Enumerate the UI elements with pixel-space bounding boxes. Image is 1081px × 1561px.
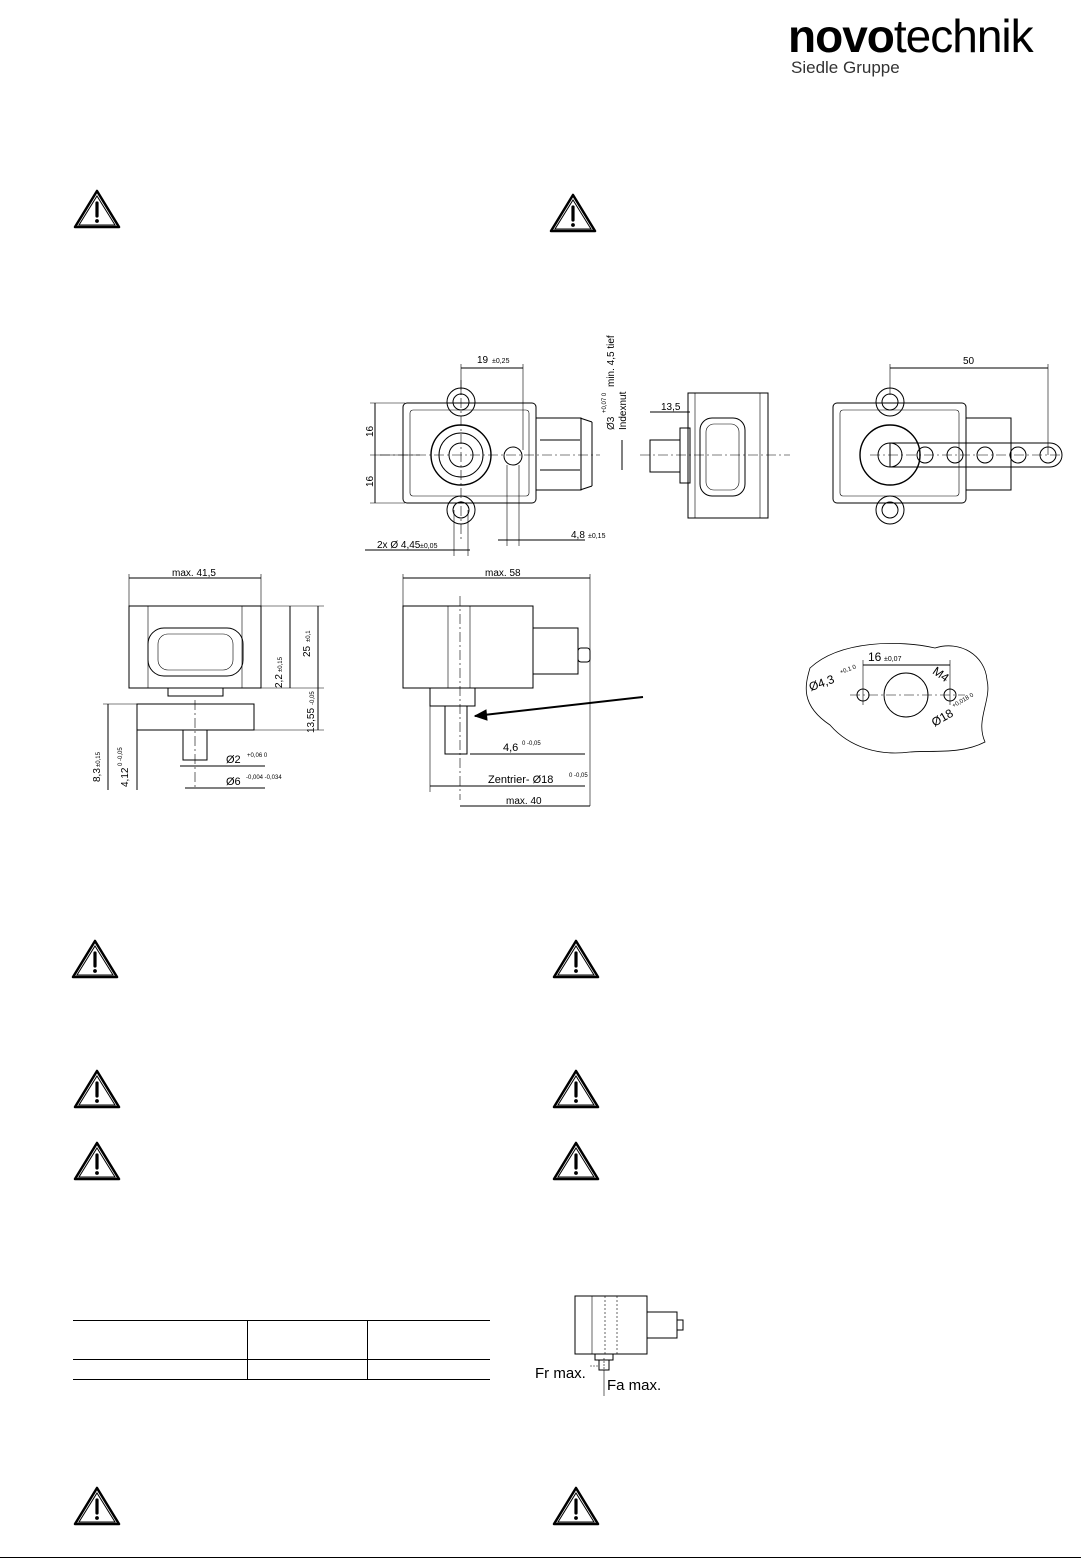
dim-bore: 2x Ø 4,45 [377,540,421,551]
technical-drawing: 19 ±0,25 16 16 2x Ø 4,45 ±0,05 4,8 ±0,15… [92,335,1063,807]
dim-centering: Zentrier- Ø18 [488,774,553,786]
warning-triangle-icon [552,1069,600,1109]
front-view [402,574,644,807]
dim-2-2: 2,2 [274,674,285,688]
tol-4-12: 0 -0,05 [118,747,124,766]
logo-wordmark: novotechnik [788,10,1034,62]
mount-dim-16: 16 [868,650,882,664]
warning-triangle-icon [549,193,597,233]
tol-d2: +0,06 0 [247,753,268,759]
index-depth: min. 4,5 tief [606,335,617,387]
specification-table [73,1320,490,1380]
dim-50: 50 [963,356,975,367]
mount-tol-16: ±0,07 [884,656,902,663]
top-view [365,364,600,556]
dim-d2: Ø2 [226,754,241,766]
fa-max-label: Fa max. [607,1377,661,1394]
tol-d6: -0,004 -0,034 [246,775,282,781]
mount-thread: M4 [930,664,952,685]
dim-16a: 16 [365,425,376,437]
tol-13-55: -0,05 [310,691,316,705]
index-hole: Ø3 [606,416,617,430]
tol-bore: ±0,05 [420,543,438,550]
tol-4-6: 0 -0,05 [522,741,541,747]
dim-4-8: 4,8 [571,530,585,541]
index-label: Indexnut [618,391,629,430]
warning-triangle-icon [73,1486,121,1526]
dim-max-40: max. 40 [506,796,542,807]
table-column-divider [367,1320,368,1380]
dim-4-6: 4,6 [503,742,518,754]
tol-25: ±0,1 [306,630,312,642]
warning-triangle-icon [73,1141,121,1181]
dim-13-5: 13,5 [661,402,681,413]
lever-view [832,364,1063,525]
dim-8-3: 8,3 [92,768,103,782]
table-rule-top [73,1320,490,1321]
index-tol: +0,07 0 [602,392,608,413]
dim-max-41-5: max. 41,5 [172,568,216,579]
warning-triangle-icon [73,189,121,229]
dim-19: 19 [477,355,489,366]
page-bottom-rule [0,1557,1081,1558]
connector-view [621,392,790,519]
table-rule-bottom [73,1379,490,1380]
warning-triangle-icon [73,1069,121,1109]
dim-25: 25 [302,645,313,657]
table-rule-middle [73,1359,490,1360]
side-view [103,574,324,790]
tol-centering: 0 -0,05 [569,773,588,779]
dim-13-55: 13,55 [306,708,317,733]
warning-triangle-icon [552,1141,600,1181]
tol-8-3: ±0,15 [96,751,102,767]
fr-max-label: Fr max. [535,1365,586,1382]
load-figure: Fr max. Fa max. [535,1295,684,1396]
mount-dim-18: Ø18 [929,706,956,730]
mount-tol-4-3: +0,1 0 [839,664,858,676]
warning-triangle-icon [552,939,600,979]
mounting-detail [805,643,989,754]
tol-19: ±0,25 [492,358,510,365]
logo-subtitle: Siedle Gruppe [791,58,900,77]
dim-16b: 16 [365,475,376,487]
dim-max-58: max. 58 [485,568,521,579]
tol-2-2: ±0,15 [278,656,284,672]
warning-triangle-icon [552,1486,600,1526]
table-column-divider [247,1320,248,1380]
dim-4-12: 4,12 [120,767,131,787]
novotechnik-logo: novotechnik Siedle Gruppe [788,8,1048,78]
dim-d6: Ø6 [226,776,241,788]
warning-triangle-icon [71,939,119,979]
tol-4-8: ±0,15 [588,533,606,540]
mount-dim-4-3: Ø4,3 [807,672,837,694]
